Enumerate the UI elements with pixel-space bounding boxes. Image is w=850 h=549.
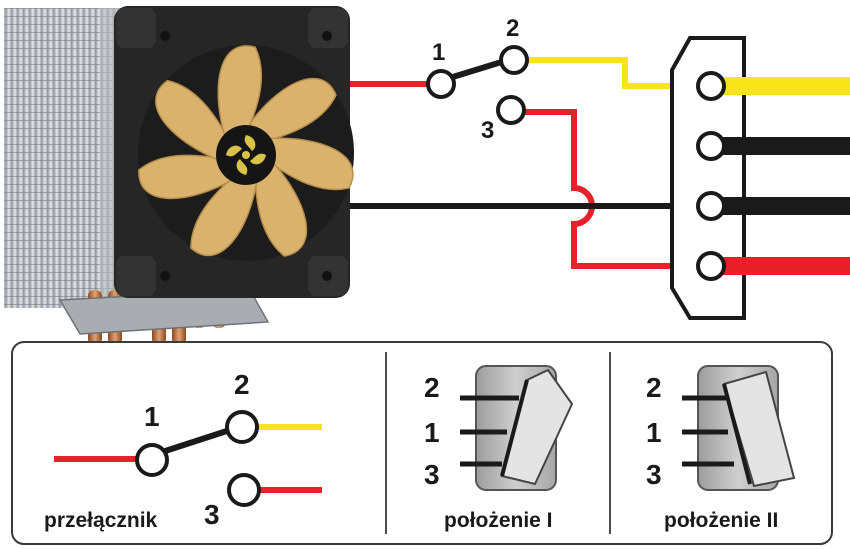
molex-wire-yellow [712, 77, 850, 95]
pos2-label-2: 2 [646, 372, 662, 403]
molex-pin-2 [696, 131, 726, 161]
pos2-label-3: 3 [646, 459, 662, 490]
legend-frame [11, 341, 833, 545]
fan-blade [138, 154, 236, 200]
top-wiring: 1 2 3 [350, 15, 712, 269]
switch-terminal-2 [499, 45, 529, 75]
legend-label-2: 2 [234, 369, 250, 400]
terminal-label-2: 2 [506, 15, 519, 42]
legend-terminal-3 [227, 473, 261, 507]
pos1-label-1: 1 [424, 417, 440, 448]
pos1-label-3: 3 [424, 459, 440, 490]
molex-pin-4 [696, 251, 726, 281]
fan-blade [155, 79, 229, 162]
legend-label-1: 1 [144, 401, 160, 432]
molex-pin-3 [696, 191, 726, 221]
molex-wire-black-1 [712, 137, 850, 155]
pos2-label-1: 1 [646, 417, 662, 448]
molex-wire-black-2 [712, 197, 850, 215]
legend-label-3: 3 [204, 499, 220, 530]
caption-polozenie-2: położenie II [664, 509, 778, 532]
caption-polozenie-1: położenie I [444, 509, 553, 532]
terminal-label-1: 1 [432, 39, 445, 66]
fan-blades [138, 45, 354, 257]
fan-blade [254, 159, 308, 257]
yellow-wire [514, 57, 712, 89]
rocker-contact-pos2 [722, 383, 752, 485]
molex-wire-red [712, 257, 850, 275]
rocker-switch-icon: 2 1 3 [424, 365, 574, 491]
terminal-label-3: 3 [481, 117, 494, 144]
rocker-paddle-pos2 [722, 370, 796, 488]
fan-blade [217, 45, 263, 140]
caption-przelacznik: przełącznik [44, 509, 158, 532]
molex-pin-1 [696, 71, 726, 101]
rocker-contact-pos1 [500, 379, 529, 477]
fan-blade [190, 175, 259, 257]
legend-panel: 1 2 3 przełącznik 2 1 3 położenie I 2 [11, 341, 833, 545]
legend-terminal-2 [225, 410, 259, 444]
pos1-label-2: 2 [424, 372, 440, 403]
switch-terminal-1 [426, 69, 456, 99]
cpu-cooler-with-fan-icon [4, 6, 354, 345]
fan-hub-logo [226, 135, 266, 175]
molex-connector-icon [670, 36, 850, 320]
molex-housing [670, 36, 746, 320]
switch-terminal-3 [496, 95, 526, 125]
legend-terminal-1 [135, 443, 169, 477]
fan-blade [265, 137, 354, 191]
fan-blade [244, 77, 337, 142]
rocker-switch-icon: 2 1 3 [646, 365, 796, 491]
legend-switch-symbol: 1 2 3 [54, 369, 322, 530]
